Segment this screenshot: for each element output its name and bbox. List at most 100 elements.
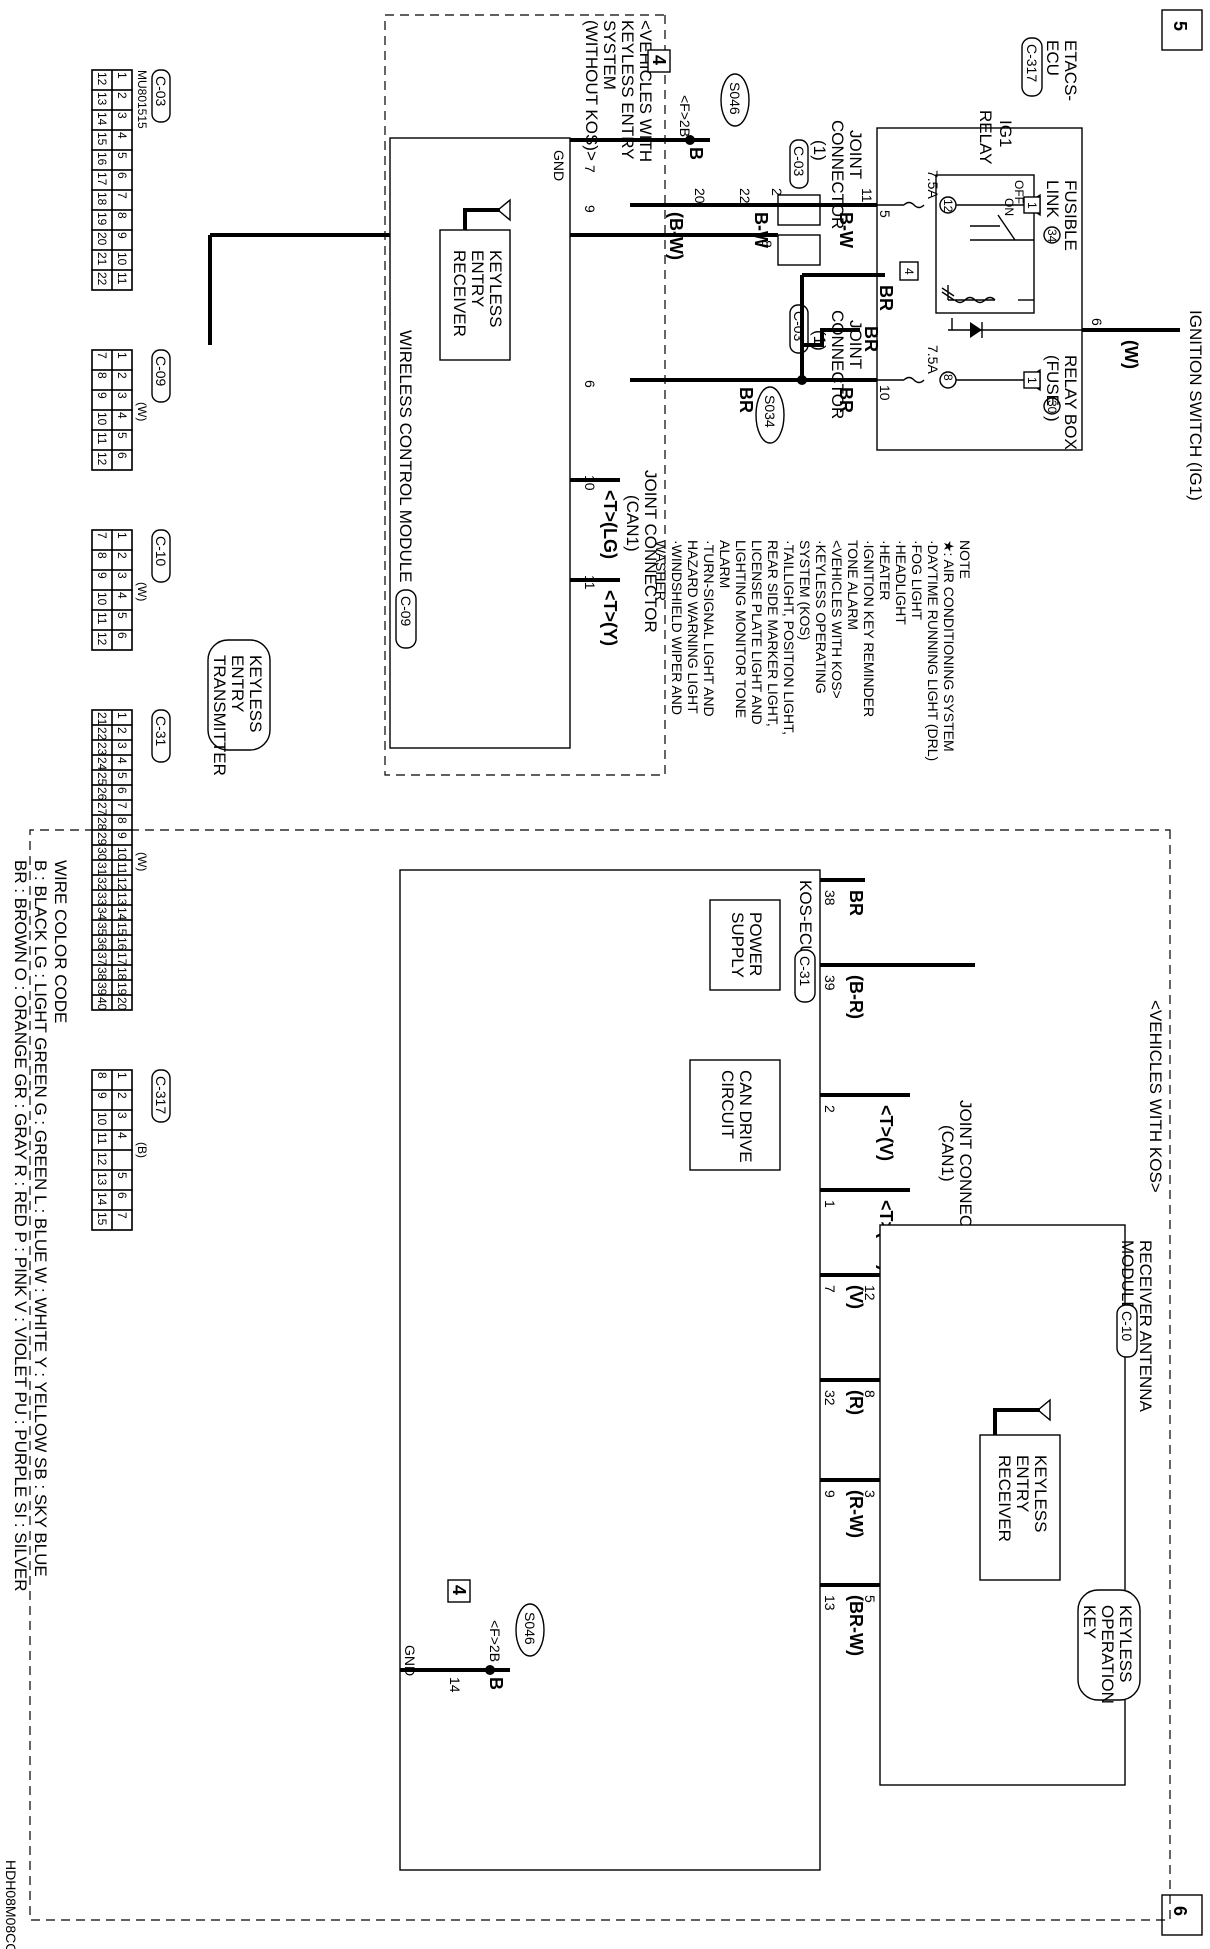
connector-pin: 33 [95, 892, 109, 906]
ground-2-conn: <F>2B [487, 1620, 503, 1662]
wire-label-br-kos39: (B-R) [846, 975, 866, 1019]
connector-pin: 37 [95, 952, 109, 966]
pin-kos-38: 38 [822, 890, 838, 906]
connector-pin: 17 [95, 172, 109, 186]
connector-pin: 16 [95, 152, 109, 166]
connector-view-name: C-31 [153, 716, 169, 747]
etacs-ecu-label: ETACS- ECU C-317 [1021, 37, 1080, 101]
connector-pin: 18 [95, 192, 109, 206]
connector-pin: 7 [115, 802, 129, 809]
svg-text:12: 12 [941, 199, 955, 213]
section-with-kos [29, 829, 1171, 1921]
splice-s046a-label: S046 [727, 82, 743, 115]
svg-text:RECEIVER ANTENNA: RECEIVER ANTENNA [1136, 1240, 1155, 1413]
connector-pin: 20 [95, 232, 109, 246]
svg-text:ETACS-: ETACS- [1061, 40, 1080, 101]
note-item: ★: AIR CONDITIONING SYSTEM [941, 540, 957, 752]
connector-pin: 11 [115, 272, 129, 285]
note-item: LICENSE PLATE LIGHT AND [749, 540, 765, 725]
connector-pin: 10 [115, 847, 129, 861]
svg-text:CONNECTOR: CONNECTOR [828, 310, 847, 419]
svg-text:(CAN1): (CAN1) [623, 495, 642, 552]
connector-view-color: (B) [135, 1142, 149, 1158]
relay-box: RELAY BOX (FUSE 30 ) 1 [1023, 355, 1080, 450]
note-item: ·IGNITION KEY REMINDER [861, 540, 877, 717]
diagram-code: HDH08M08CC [3, 1860, 19, 1949]
note-item: REAR SIDE MARKER LIGHT, [765, 540, 781, 727]
note-item: ALARM [717, 540, 733, 588]
wire-label-rw: (R-W) [846, 1490, 866, 1538]
connector-pin: 22 [95, 727, 109, 741]
connector-pin: 2 [115, 372, 129, 379]
pin-etacs-5: 5 [877, 210, 893, 218]
ground-2-page: 4 [449, 1585, 469, 1595]
svg-text:KEYLESS ENTRY: KEYLESS ENTRY [618, 20, 637, 160]
svg-text:): ) [1043, 416, 1062, 422]
connector-pin: 12 [95, 632, 109, 646]
connector-pin: 36 [95, 937, 109, 951]
svg-text:FUSIBLE: FUSIBLE [1061, 180, 1080, 251]
note-item: ·KEYLESS OPERATING [813, 540, 829, 694]
pin-kos-2: 2 [822, 1105, 838, 1113]
ignition-switch: IGNITION SWITCH (IG1) (W) 6 [1082, 310, 1205, 501]
connector-view-color: (W) [135, 582, 149, 601]
section-without-kos [384, 14, 666, 776]
pin-kos-7: 7 [822, 1285, 838, 1293]
pin-wcm-9: 9 [582, 205, 598, 213]
connector-pin: 22 [95, 272, 109, 286]
svg-text:7.5A: 7.5A [925, 345, 941, 374]
wireless-control-module-label: WIRELESS CONTROL MODULE C-09 [395, 330, 417, 649]
svg-text:KEY: KEY [1080, 1605, 1099, 1639]
svg-text:TRANSMITTER: TRANSMITTER [210, 655, 229, 776]
connector-pin: 21 [95, 712, 109, 726]
connector-pin: 21 [95, 252, 109, 266]
connector-pin: 6 [115, 452, 129, 459]
svg-text:C-09: C-09 [398, 596, 414, 627]
connector-pin: 15 [115, 922, 129, 936]
pin-ant-5: 5 [862, 1595, 878, 1603]
note-item: WASHER [653, 540, 669, 601]
pin-ant-12: 12 [862, 1285, 878, 1301]
svg-text:SYSTEM: SYSTEM [600, 20, 619, 90]
pin-jc-20: 20 [692, 188, 708, 204]
note-item: <VEHICLES WITH KOS> [829, 540, 845, 699]
connector-pin: 10 [95, 412, 109, 426]
connector-pin: 14 [115, 907, 129, 921]
connector-view-name: C-10 [153, 536, 169, 567]
note-item: ·WINDSHIELD WIPER AND [669, 540, 685, 715]
svg-text:CAN DRIVE: CAN DRIVE [736, 1070, 755, 1163]
connector-pin: 17 [115, 952, 129, 966]
svg-text:SUPPLY: SUPPLY [728, 912, 747, 978]
wire-label-v: (V) [846, 1285, 866, 1309]
wire-label-tlg: <T>(LG) [600, 490, 620, 559]
svg-text:ENTRY: ENTRY [1013, 1455, 1032, 1512]
connector-pin: 3 [115, 572, 129, 579]
connector-pin: 10 [95, 592, 109, 606]
svg-text:(FUSE: (FUSE [1043, 355, 1062, 406]
connector-pin: 7 [115, 1212, 129, 1219]
wire-label-b2: B [486, 1677, 506, 1690]
connector-pin: 4 [115, 412, 129, 419]
connector-pin: 9 [95, 1092, 109, 1099]
svg-text:C-317: C-317 [1024, 44, 1040, 82]
wire-color-code-row2: BR : BROWN O : ORANGE GR : GRAY R : RED … [11, 860, 30, 1592]
connector-pin: 18 [115, 967, 129, 981]
connector-pin: 34 [95, 907, 109, 921]
connector-pin: 26 [95, 787, 109, 801]
connector-view-name: C-03 [153, 76, 169, 107]
connector-view-c-03: C-03MU8015151234567891011121314151617181… [91, 69, 171, 291]
connector-pin: 9 [115, 832, 129, 839]
svg-text:KOS-ECU: KOS-ECU [796, 880, 815, 957]
connector-pin: 4 [115, 132, 129, 139]
connector-pin: 30 [95, 847, 109, 861]
connector-pin: 2 [115, 1092, 129, 1099]
note-item: ·TAILLIGHT, POSITION LIGHT, [781, 540, 797, 735]
svg-text:34: 34 [1045, 229, 1059, 243]
connector-pin: 9 [115, 232, 129, 239]
fusible-link: FUSIBLE LINK 34 1 [1023, 180, 1080, 251]
section-without-kos-label: <VEHICLES WITH KEYLESS ENTRY SYSTEM (WIT… [582, 20, 655, 162]
connector-pin: 39 [95, 982, 109, 996]
